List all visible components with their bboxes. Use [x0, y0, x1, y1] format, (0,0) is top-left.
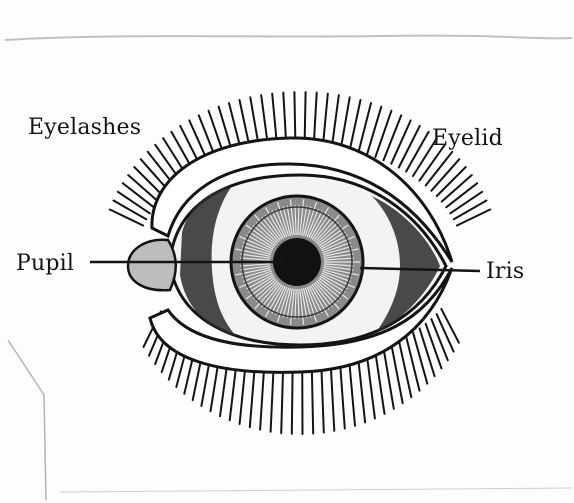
eyelash-upper [384, 115, 402, 160]
eyelash-upper [294, 92, 295, 144]
eyelash-lower [340, 359, 345, 429]
eyelash-lower [426, 324, 442, 369]
eyelash-upper [118, 192, 150, 214]
caruncle [128, 240, 176, 290]
pupil-label: Pupil [16, 253, 74, 275]
eyelash-upper [128, 175, 158, 202]
eyelash-upper [442, 175, 472, 202]
page-edge-bottom [60, 488, 572, 492]
eyelash-upper [110, 210, 143, 226]
eyelashes-label: Eyelashes [28, 117, 141, 139]
eyelash-upper [446, 183, 477, 207]
eyelash-upper [332, 95, 339, 146]
eyelash-lower [431, 319, 447, 360]
eyelash-upper [114, 201, 147, 220]
eyelash-lower [331, 360, 335, 431]
eyelash-upper [134, 167, 163, 196]
eyelash-lower [420, 328, 435, 376]
eyelash-upper [323, 94, 328, 145]
eyelash-upper [437, 167, 466, 196]
eyelash-lower [375, 350, 384, 414]
eyelid-label: Eyelid [432, 128, 503, 150]
eyelash-upper [406, 132, 429, 172]
eyelash-lower [441, 309, 459, 343]
eyelash-lower [358, 355, 365, 422]
eyelash-upper [457, 210, 490, 226]
eyelash-upper [450, 192, 482, 214]
eyelash-upper [399, 126, 420, 168]
eyelash-upper [341, 97, 350, 147]
eyelash-lower [437, 314, 454, 352]
eyelash-upper [123, 183, 154, 207]
eyelash-lower [383, 347, 393, 408]
eyelash-upper [350, 100, 361, 150]
eyelash-upper [305, 92, 306, 144]
scan-fold-line [5, 36, 572, 40]
page-edge [8, 340, 46, 500]
eyelash-upper [314, 93, 317, 145]
eyelash-lower [367, 353, 375, 419]
eyelash-lower [349, 357, 355, 426]
eyelash-upper [426, 152, 453, 186]
iris-label: Iris [486, 261, 524, 283]
eyelash-upper [454, 201, 487, 220]
eyelash-upper [431, 159, 459, 191]
eyelash-upper [391, 120, 410, 163]
